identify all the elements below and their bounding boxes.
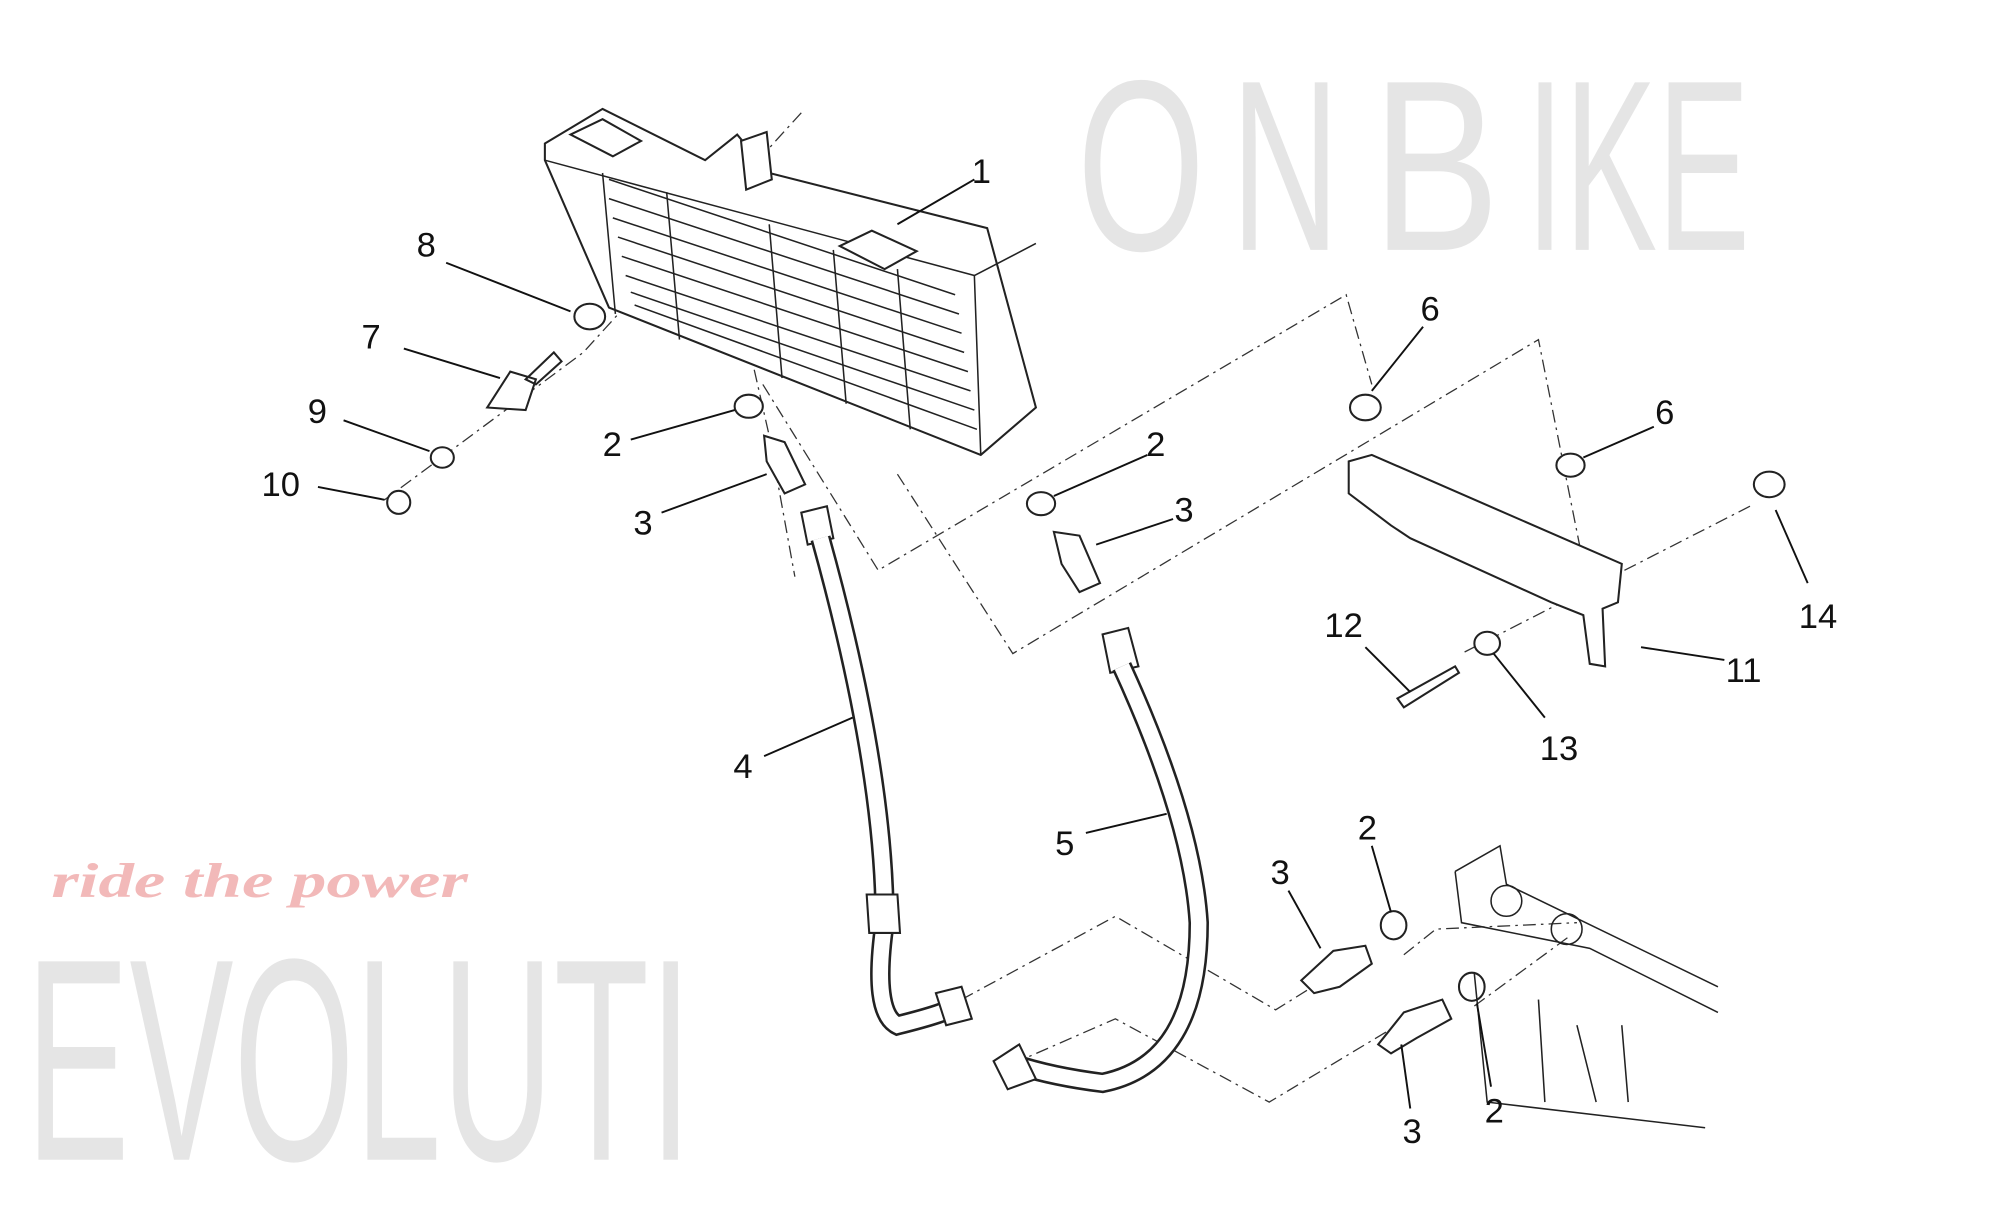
callout-13: 13 (1540, 730, 1578, 768)
sensor-parts (386, 302, 607, 515)
grommet-8 (573, 302, 607, 331)
bolt-14 (1752, 470, 1786, 499)
callout-3b: 3 (1174, 492, 1193, 530)
radiator-fins (601, 172, 978, 431)
callout-5: 5 (1055, 825, 1074, 863)
callout-3d: 3 (1403, 1113, 1422, 1151)
oil-hoses (800, 504, 1209, 1094)
cap-10 (386, 489, 412, 515)
callout-11: 11 (1726, 652, 1762, 690)
callout-2c: 2 (1358, 809, 1377, 847)
callout-10: 10 (262, 466, 300, 504)
sensor-7 (485, 350, 563, 412)
callout-9: 9 (308, 393, 327, 431)
screw-12 (1395, 665, 1461, 709)
callout-3: 3 (633, 504, 652, 542)
callout-4: 4 (733, 748, 752, 786)
mounting-bracket (1347, 393, 1786, 709)
bushing-6 (1348, 393, 1382, 422)
callout-2: 2 (603, 426, 622, 464)
watermark-ike: IKE (1526, 30, 1750, 302)
callout-6: 6 (1421, 290, 1440, 328)
watermark-slogan: ride the power (51, 854, 469, 908)
callout-2d: 2 (1485, 1093, 1504, 1131)
watermark-evoluti: EVOLUTI (26, 900, 693, 1220)
washer-9 (429, 446, 455, 469)
callout-7: 7 (362, 319, 381, 357)
engine-casing (1454, 844, 1719, 1129)
callout-3c: 3 (1271, 854, 1290, 892)
watermark-o: O (1077, 30, 1205, 302)
callout-2b: 2 (1146, 426, 1165, 464)
watermark-n: N (1231, 30, 1340, 302)
watermark-b: B (1372, 30, 1500, 302)
callout-6b: 6 (1655, 394, 1674, 432)
callout-14: 14 (1799, 598, 1837, 636)
watermark: ride the power EVOLUTI O N B IKE (26, 30, 1750, 1220)
fittings (733, 393, 1486, 1055)
callout-12: 12 (1324, 607, 1362, 645)
oil-cooler-radiator (543, 107, 1038, 457)
callouts: 1 8 7 9 10 2 3 4 5 2 3 6 6 14 11 12 13 3 (262, 153, 1838, 1151)
bushing-6b (1555, 452, 1586, 478)
washer-13 (1473, 630, 1502, 656)
callout-8: 8 (417, 226, 436, 264)
callout-1: 1 (972, 153, 991, 191)
